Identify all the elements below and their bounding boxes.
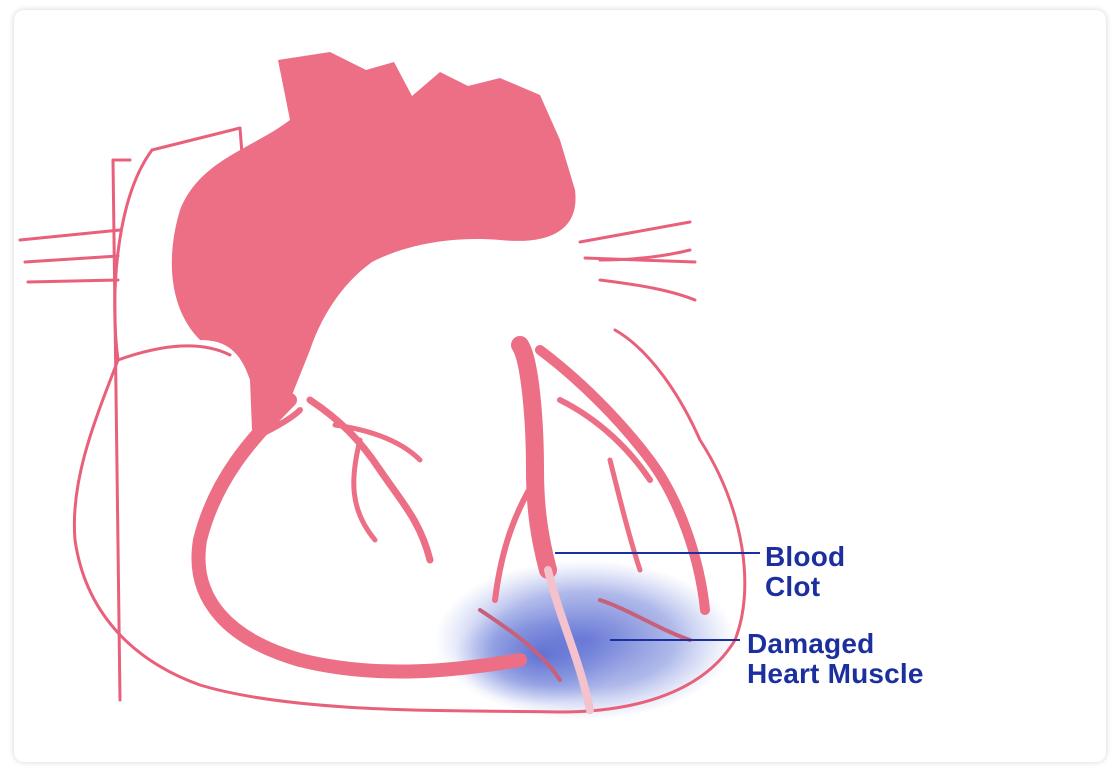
blood-clot-label-line2: Clot <box>765 572 845 602</box>
blood-clot-label: Blood Clot <box>765 542 845 602</box>
blood-clot-label-line1: Blood <box>765 542 845 572</box>
aorta <box>150 52 576 430</box>
damaged-muscle-label-line2: Heart Muscle <box>747 659 924 689</box>
damaged-muscle-label: Damaged Heart Muscle <box>747 629 924 689</box>
damaged-muscle-label-line1: Damaged <box>747 629 924 659</box>
